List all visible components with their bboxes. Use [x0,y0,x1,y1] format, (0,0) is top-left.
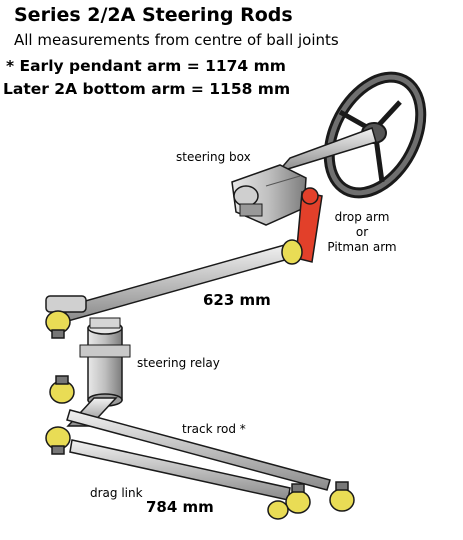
note-early-pendant-arm: * Early pendant arm = 1174 mm [6,57,286,75]
ball-joint-relay-top [49,375,75,404]
steering-box [231,164,307,226]
measurement-upper-rod: 623 mm [203,291,271,309]
label-drop-arm: drop arm [334,210,390,224]
label-or: or [355,225,369,239]
steering-relay [79,317,131,407]
page-title: Series 2/2A Steering Rods [14,4,293,26]
track-rod [66,409,331,491]
label-drag-link: drag link [90,486,143,500]
ball-joints [45,310,355,520]
drop-arm [295,187,323,263]
ball-joint-relay-bottom [45,426,71,455]
label-track-rod: track rod * [182,422,246,436]
label-steering-relay: steering relay [137,356,220,370]
measurement-drag-link: 784 mm [146,498,214,516]
label-pitman-arm: Pitman arm [327,240,397,254]
ball-joint-right-c [267,500,289,520]
ball-joint-right-a [285,483,311,514]
label-steering-box: steering box [176,150,251,164]
steering-wheel [323,71,427,199]
page-subtitle: All measurements from centre of ball joi… [14,31,339,49]
ball-joint-upper-left [45,310,71,339]
note-later-bottom-arm: Later 2A bottom arm = 1158 mm [3,80,291,98]
steering-column [275,127,377,174]
ball-joint-right-b [329,481,355,512]
